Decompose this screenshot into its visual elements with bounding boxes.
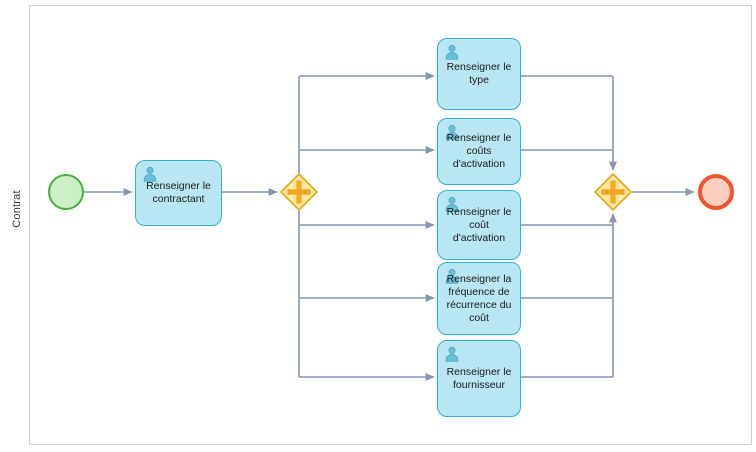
parallel-plus-icon [287,180,311,204]
user-icon [445,124,459,140]
user-icon [445,346,459,362]
user-icon [445,44,459,60]
user-task-cout-activation[interactable]: Renseigner le coût d'activation [437,190,521,260]
user-icon [143,166,157,182]
start-event[interactable] [48,174,84,210]
user-task-couts-activation[interactable]: Renseigner le coûts d'activation [437,118,521,185]
user-task-frequence-recurrence[interactable]: Renseigner la fréquence de récurrence du… [437,262,521,335]
parallel-gateway-split[interactable] [279,172,319,212]
task-label: Renseigner le coût d'activation [446,205,512,244]
user-icon [445,196,459,212]
user-icon [445,268,459,284]
lane-label: Contrat [11,190,23,228]
user-task-type[interactable]: Renseigner le type [437,38,521,110]
parallel-gateway-join[interactable] [593,172,633,212]
end-event[interactable] [698,174,734,210]
lane-header[interactable]: Contrat [4,5,30,445]
task-label: Renseigner la fréquence de récurrence du… [446,272,512,324]
user-task-fournisseur[interactable]: Renseigner le fournisseur [437,340,521,417]
task-label: Renseigner le coûts d'activation [446,132,512,170]
user-task-contractant[interactable]: Renseigner le contractant [135,160,222,226]
lane-body [30,5,752,445]
task-label: Renseigner le type [446,61,512,86]
parallel-plus-icon [601,180,625,204]
task-label: Renseigner le contractant [146,180,211,205]
task-label: Renseigner le fournisseur [446,365,512,391]
